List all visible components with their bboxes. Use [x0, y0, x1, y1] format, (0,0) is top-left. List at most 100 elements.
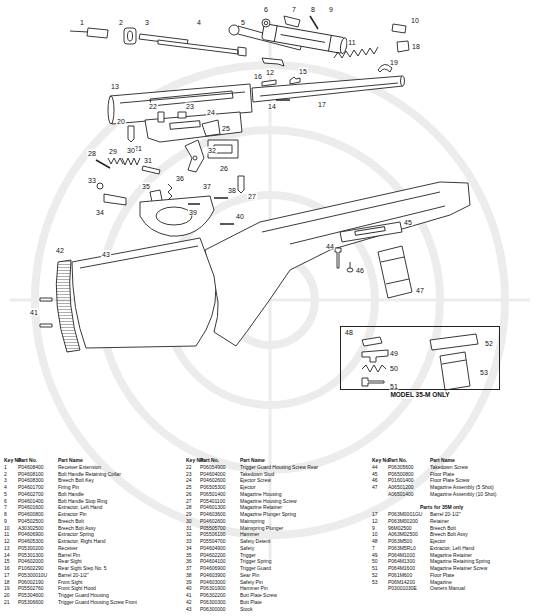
- table-cell: Rear Sight: [58, 559, 82, 564]
- table-cell: Magazine Plunger Spring: [240, 512, 296, 517]
- table-cell: Stock: [240, 607, 253, 612]
- table-cell: P063M500: [388, 539, 412, 544]
- line-art: [262, 192, 445, 244]
- extractor-right: [262, 58, 284, 66]
- stock-forend: [205, 182, 470, 346]
- table-cell: A063M02500: [388, 532, 418, 537]
- table-cell: 50: [372, 559, 378, 564]
- table-cell: P06300000: [200, 607, 226, 612]
- callout-number: 51: [389, 383, 399, 390]
- table-cell: 5: [4, 492, 7, 497]
- table-cell: Takedown Screw: [430, 465, 468, 470]
- line-art: [401, 76, 405, 86]
- callout-number: 12: [265, 69, 275, 76]
- table-cell: P04602600: [200, 519, 226, 524]
- table-cell: P03001030E: [388, 586, 417, 591]
- callout-number: 29: [108, 148, 118, 155]
- line-art: [386, 279, 409, 284]
- table-cell: Breech Bolt: [58, 519, 84, 524]
- callout-number: 46: [355, 267, 365, 274]
- callout-number: 42: [55, 247, 65, 254]
- table-cell: Magazine Assembly (10 Shot): [430, 492, 496, 497]
- line-art: [120, 92, 245, 103]
- table-cell: 17: [4, 573, 10, 578]
- table-cell: Magazine Housing Screw: [240, 499, 297, 504]
- table-cell: 10: [372, 532, 378, 537]
- table-cell: A06501400: [388, 492, 414, 497]
- table-cell: 44: [372, 465, 378, 470]
- table-cell: P04604100: [200, 559, 226, 564]
- table-cell: Receiver Extension: [58, 465, 101, 470]
- callout-number: 1: [79, 19, 85, 26]
- table-cell: 28: [186, 505, 192, 510]
- table-cell: Trigger Guard: [240, 566, 271, 571]
- table-cell: P04600800: [18, 512, 44, 517]
- inset-box: MODEL 35-M ONLY: [340, 326, 500, 390]
- table-cell: Barrel 20-1/2": [58, 573, 89, 578]
- callout-number: 53: [479, 369, 489, 376]
- magazine-35m: [440, 352, 470, 390]
- table-cell: Magazine Housing: [240, 492, 281, 497]
- hammer-pin: [220, 223, 234, 225]
- bolt-part: [392, 24, 406, 33]
- table-cell: 27: [186, 499, 192, 504]
- table-cell: P05505700: [200, 526, 226, 531]
- stock-butt: [72, 238, 216, 348]
- callout-number: 5: [240, 19, 246, 26]
- callout-number: 33: [87, 177, 97, 184]
- table-cell: 42: [186, 600, 192, 605]
- table-cell: Part No.: [200, 458, 219, 463]
- table-cell: P04601700: [18, 485, 44, 490]
- table-cell: P06501400: [200, 492, 226, 497]
- ejector-35m: [362, 337, 382, 346]
- table-cell: P06300300: [200, 600, 226, 605]
- callout-number: 47: [415, 287, 425, 294]
- table-cell: 45: [372, 472, 378, 477]
- table-cell: 24: [186, 478, 192, 483]
- table-cell: Trigger Spring: [240, 559, 272, 564]
- table-cell: 7: [372, 546, 375, 551]
- table-cell: 40: [186, 586, 192, 591]
- table-cell: Firing Pin: [58, 485, 79, 490]
- table-cell: 13: [4, 546, 10, 551]
- table-cell: Front Sight: [58, 580, 82, 585]
- table-cell: P06305600: [388, 465, 414, 470]
- sear-pin: [214, 197, 228, 199]
- table-cell: P04608400: [18, 465, 44, 470]
- table-cell: P10602290: [18, 566, 44, 571]
- table-cell: P05401100: [200, 499, 225, 504]
- table-cell: Rear Sight Step No. 5: [58, 566, 107, 571]
- trigger-guard-housing: [145, 112, 242, 142]
- retainer-screw: [362, 378, 384, 386]
- table-cell: P04608300: [18, 478, 44, 483]
- table-cell: P04602600: [200, 478, 226, 483]
- table-cell: P064M1300: [388, 559, 415, 564]
- table-cell: Hammer Pin: [240, 586, 268, 591]
- callout-number: 4: [196, 19, 202, 26]
- table-cell: 18: [4, 580, 10, 585]
- table-cell: Owners Manual: [430, 586, 465, 591]
- table-cell: Bolt Handle Retaining Collar: [58, 472, 121, 477]
- callout-number: 25: [221, 125, 231, 132]
- table-cell: P04606900: [200, 566, 226, 571]
- table-cell: Floor Plate Screw: [430, 478, 469, 483]
- table-cell: P04603900: [200, 573, 226, 578]
- table-cell: P06M14200: [388, 580, 415, 585]
- callout-number: 45: [403, 219, 413, 226]
- table-cell: Breech Bolt Assy: [430, 532, 468, 537]
- table-cell: 1: [4, 465, 7, 470]
- extractor-pin: [310, 16, 318, 29]
- table-cell: 30: [186, 519, 192, 524]
- table-cell: Breech Bolt Key: [58, 478, 94, 483]
- table-cell: P04603600: [200, 512, 226, 517]
- trigger-guard: [140, 196, 214, 236]
- breech-bolt: [262, 24, 348, 55]
- callout-number: 31: [143, 157, 153, 164]
- table-cell: 34: [186, 546, 192, 551]
- callout-number: 10: [410, 17, 420, 24]
- table-cell: 12: [372, 519, 378, 524]
- table-cell: P04605300: [18, 539, 44, 544]
- table-cell: 32: [186, 532, 192, 537]
- table-cell: P04601300: [200, 505, 226, 510]
- housing-screw: [238, 176, 244, 193]
